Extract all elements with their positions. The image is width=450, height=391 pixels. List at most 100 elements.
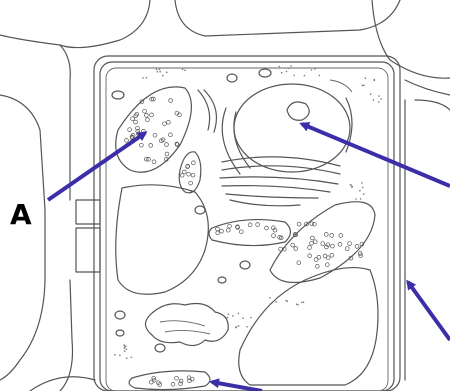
cytoplasm-speck xyxy=(378,95,380,97)
cytoplasm-speck xyxy=(361,182,363,184)
cytoplasm-speck xyxy=(290,65,292,67)
arrow-cell-wall xyxy=(408,282,450,340)
granum-dot xyxy=(325,263,329,267)
wall-pits xyxy=(76,200,100,272)
cytoplasm-speck xyxy=(319,75,321,77)
chloroplast-grana xyxy=(125,97,364,386)
cytoplasm-speck xyxy=(304,75,306,77)
granum-dot xyxy=(226,228,230,232)
granum-dot xyxy=(228,224,232,228)
cytoplasm-speck xyxy=(126,349,128,351)
cytoplasm-speck xyxy=(162,75,164,77)
granum-dot xyxy=(220,229,224,233)
label-a: A xyxy=(10,198,32,231)
cytoplasm-speck xyxy=(250,317,252,319)
nucleus xyxy=(222,80,352,174)
granum-dot xyxy=(175,376,179,380)
granum-dot xyxy=(216,231,220,235)
cytoplasm-speck xyxy=(288,67,290,69)
cytoplasm-speck xyxy=(362,85,364,87)
granum-dot xyxy=(191,173,195,177)
cytoplasm-speck xyxy=(270,303,272,305)
cytoplasm-speck xyxy=(285,300,287,302)
granum-dot xyxy=(317,255,321,259)
cytoplasm-speck xyxy=(373,99,375,101)
granum-dot xyxy=(348,242,352,246)
cytoplasm-speck xyxy=(311,69,313,71)
granum-dot xyxy=(256,223,260,227)
granum-dot xyxy=(297,222,301,226)
cytoplasm-speck xyxy=(166,72,168,74)
granum-dot xyxy=(192,161,196,165)
cytoplasm-speck xyxy=(301,302,303,304)
granum-dot xyxy=(167,120,171,124)
cytoplasm-speck xyxy=(182,69,184,71)
cytoplasm-speck xyxy=(146,77,148,79)
cytoplasm-speck xyxy=(279,66,281,68)
granum-dot xyxy=(169,99,173,103)
cytoplasm-speck xyxy=(124,350,126,352)
granum-dot xyxy=(171,382,175,386)
granum-dot xyxy=(169,133,173,137)
granum-dot xyxy=(216,227,220,231)
granum-dot xyxy=(291,243,295,247)
arrow-nucleus xyxy=(302,124,450,186)
cytoplasm-speck xyxy=(374,79,376,81)
granum-dot xyxy=(145,114,149,118)
granum-dot xyxy=(143,109,147,113)
cell-wall xyxy=(94,56,400,391)
granum-dot xyxy=(128,128,132,132)
cytoplasm-speck xyxy=(351,186,353,188)
cytoplasm-speck xyxy=(363,85,365,87)
cytoplasm-speck xyxy=(238,325,240,327)
granum-dot xyxy=(179,379,183,383)
granum-dot xyxy=(150,113,154,117)
cytoplasm-speck xyxy=(159,71,161,73)
endoplasmic-reticulum xyxy=(198,90,340,206)
cytoplasm-speck xyxy=(142,77,144,79)
cytoplasm-speck xyxy=(238,313,240,315)
cytoplasm-speck xyxy=(123,344,125,346)
arrow-bottom xyxy=(212,382,262,391)
cytoplasm-speck xyxy=(228,314,230,316)
granum-dot xyxy=(345,247,349,251)
cytoplasm-speck xyxy=(269,297,271,299)
granum-dot xyxy=(311,236,315,240)
granum-dot xyxy=(147,157,151,161)
cytoplasm-speck xyxy=(131,357,133,359)
granum-dot xyxy=(310,241,314,245)
granum-dot xyxy=(321,242,325,246)
granum-dot xyxy=(358,252,362,256)
chloroplasts xyxy=(116,87,375,390)
granum-dot xyxy=(324,233,328,237)
cytoplasm-speck xyxy=(380,98,382,100)
cytoplasm-speck xyxy=(124,346,126,348)
granum-dot xyxy=(248,223,252,227)
cytoplasm-speck xyxy=(275,301,277,303)
granum-dot xyxy=(189,181,193,185)
cytoplasm-speck xyxy=(314,68,316,70)
granum-dot xyxy=(308,254,312,258)
cytoplasm-speck xyxy=(246,326,248,328)
granum-dot xyxy=(265,226,269,230)
granum-dot xyxy=(134,120,138,124)
cytoplasm-speck xyxy=(286,71,288,73)
cytoplasm-speck xyxy=(157,71,159,73)
cytoplasm-speck xyxy=(370,93,372,95)
cytoplasm-speck xyxy=(359,190,361,192)
cytoplasm-speck xyxy=(281,72,283,74)
cytoplasm-speck xyxy=(119,355,121,357)
granum-dot xyxy=(153,133,157,137)
cytoplasm-speck xyxy=(350,184,352,186)
granum-dot xyxy=(308,246,312,250)
arrow-a xyxy=(48,133,145,200)
granum-dot xyxy=(165,143,169,147)
granum-dot xyxy=(149,144,153,148)
granum-dot xyxy=(331,244,335,248)
granum-dot xyxy=(239,230,243,234)
granum-dot xyxy=(338,243,342,247)
cytoplasm-speck xyxy=(156,69,158,71)
cytoplasm-speck xyxy=(362,187,364,189)
